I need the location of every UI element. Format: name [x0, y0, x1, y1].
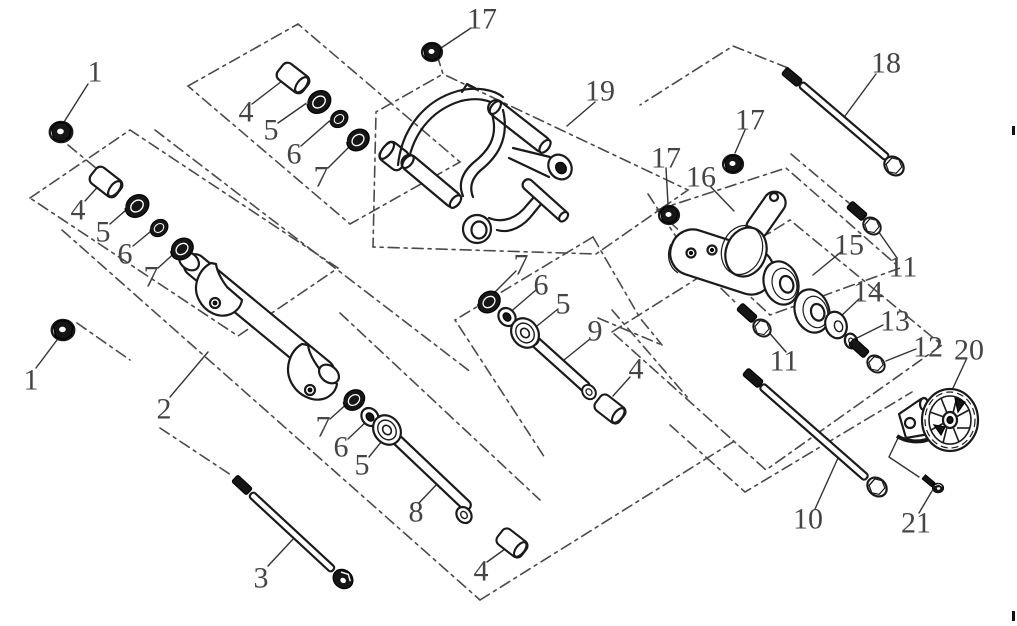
part-18-long-bolt — [780, 66, 909, 181]
callout-4-8: 4 — [239, 96, 254, 129]
callout-1-1: 1 — [24, 364, 39, 397]
callout-5-17: 5 — [355, 449, 370, 482]
part-20-roller-wheel — [895, 387, 980, 453]
callout-13-26: 13 — [880, 305, 910, 338]
part-16-connecting-plate — [667, 190, 787, 296]
callout-17-32: 17 — [735, 104, 765, 137]
part-21-small-bolt — [921, 474, 945, 494]
part-5-collar-b — [301, 84, 337, 119]
part-1-flange-nut-upper — [48, 120, 74, 144]
part-12-flange-bolt — [847, 337, 890, 377]
callout-11-24: 11 — [770, 345, 799, 378]
part-17-nut-b — [657, 204, 681, 226]
part-1-flange-nut-lower — [50, 318, 76, 342]
callout-4-21: 4 — [474, 555, 489, 588]
callout-16-29: 16 — [686, 161, 716, 194]
callout-10-22: 10 — [793, 503, 823, 536]
pivot-ear-front — [194, 261, 244, 317]
callout-18-33: 18 — [871, 47, 901, 80]
callout-5-9: 5 — [264, 114, 279, 147]
callout-8-18: 8 — [409, 496, 424, 529]
part-5-collar-a — [119, 188, 155, 223]
part-11-flange-bolt-lower — [735, 302, 776, 341]
part-4-bushing-c — [591, 391, 629, 427]
roller-spokes — [929, 396, 970, 444]
callout-4-4: 4 — [71, 194, 86, 227]
callout-6-16: 6 — [334, 431, 349, 464]
part-14-washer — [824, 310, 848, 340]
callout-12-25: 12 — [913, 331, 943, 364]
part-15-cushion-washers — [762, 260, 831, 334]
callout-6-10: 6 — [287, 138, 302, 171]
scan-artifact — [1012, 126, 1015, 135]
callout-7-7: 7 — [144, 261, 159, 294]
part-4-bushing-b — [273, 59, 313, 97]
callout-7-12: 7 — [514, 249, 529, 282]
callout-17-30: 17 — [467, 3, 497, 36]
part-4-bushing-a — [86, 163, 126, 201]
callout-9-19: 9 — [588, 315, 603, 348]
callout-5-5: 5 — [96, 216, 111, 249]
callout-6-6: 6 — [118, 238, 133, 271]
callout-15-28: 15 — [834, 229, 864, 262]
callout-17-31: 17 — [651, 142, 681, 175]
callout-11-23: 11 — [889, 251, 918, 284]
callout-7-15: 7 — [316, 411, 331, 444]
pivot-ear-rear — [286, 342, 339, 401]
callout-19-34: 19 — [585, 75, 615, 108]
callout-5-14: 5 — [556, 288, 571, 321]
part-8-link-rod — [390, 432, 476, 528]
part-19-linkage-weldment — [378, 82, 573, 245]
part-4-bushing-d — [493, 525, 531, 561]
part-10-long-bolt — [741, 367, 892, 502]
callout-3-3: 3 — [254, 562, 269, 595]
part-2-pivot-tube — [177, 250, 341, 401]
part-6-washer-a — [145, 214, 173, 241]
part-17-nut-c — [721, 153, 745, 175]
callout-4-20: 4 — [629, 353, 644, 386]
callout-14-27: 14 — [853, 276, 883, 309]
callout-2-2: 2 — [157, 393, 172, 426]
callout-21-36: 21 — [901, 507, 931, 540]
part-3-long-bolt — [231, 474, 358, 594]
part-6-washer-b — [325, 105, 353, 132]
scan-artifact — [1012, 611, 1015, 621]
part-7-bushing-b — [341, 123, 375, 157]
callout-leader-lines — [35, 27, 967, 567]
callout-20-35: 20 — [954, 334, 984, 367]
parts-layer — [48, 41, 1015, 621]
callout-1-0: 1 — [88, 56, 103, 89]
callout-6-13: 6 — [534, 269, 549, 302]
callout-7-11: 7 — [314, 161, 329, 194]
part-17-nut-a — [420, 41, 444, 63]
